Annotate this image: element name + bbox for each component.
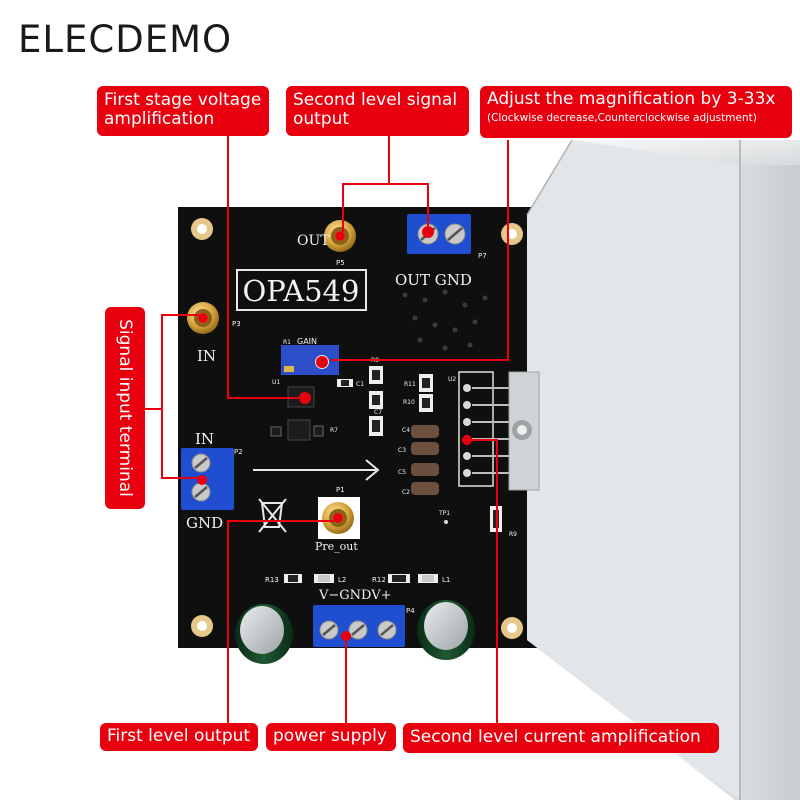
chip-label: OPA549	[243, 274, 360, 308]
ref-r11: R11	[404, 381, 416, 388]
smd-resistor	[419, 394, 433, 412]
smd-resistor	[369, 416, 383, 436]
callout-first-output-text: First level output	[107, 726, 251, 746]
power-terminal[interactable]	[313, 605, 405, 647]
callout-leaders	[145, 136, 509, 723]
ref-r7: R7	[330, 427, 338, 434]
electrolytic-capacitor-left	[235, 604, 293, 664]
ref-p3: P3	[232, 320, 241, 328]
power-label: V−GNDV+	[318, 588, 392, 603]
brand-title: ELECDEMO	[18, 18, 233, 61]
electrolytic-capacitor-right	[417, 600, 475, 660]
callout-first-stage-text: First stage voltage amplification	[104, 90, 262, 129]
ref-r12: R12	[372, 576, 386, 584]
ref-p7: P7	[478, 252, 487, 260]
gnd-label: GND	[186, 514, 223, 532]
ref-c1: C1	[356, 381, 364, 388]
callout-signal-input-text: Signal input terminal	[115, 319, 135, 497]
callout-signal-input: Signal input terminal	[105, 307, 145, 509]
ref-u2: U2	[448, 376, 456, 383]
ref-p2: P2	[234, 448, 243, 456]
out-gnd-terminal[interactable]	[407, 214, 471, 254]
chip-label-box	[236, 269, 367, 311]
callout-second-signal-text: Second level signal output	[293, 90, 458, 129]
callout-power-text: power supply	[273, 726, 387, 746]
ref-r10: R10	[403, 399, 415, 406]
ref-c2: C2	[402, 489, 410, 496]
callout-adjust-title: Adjust the magnification by 3-33x	[487, 89, 776, 109]
out-label: OUT	[297, 233, 330, 249]
ref-r1: R1	[283, 339, 291, 346]
ref-p5: P5	[336, 259, 345, 267]
ref-l1: L1	[442, 576, 450, 584]
transistor	[270, 419, 324, 441]
in-label-top: IN	[197, 347, 216, 365]
smd-resistor	[369, 391, 383, 409]
ref-r13: R13	[265, 576, 279, 584]
ref-p1: P1	[336, 486, 345, 494]
weee-bin-icon	[258, 498, 287, 533]
ref-l2: L2	[338, 576, 346, 584]
callout-first-output: First level output	[100, 723, 258, 751]
ref-u1: U1	[272, 379, 280, 386]
smd-resistor	[369, 366, 383, 384]
smd-resistor	[419, 374, 433, 392]
ref-c5: C5	[398, 469, 406, 476]
in-label-mid: IN	[195, 430, 214, 448]
heatsink	[472, 139, 800, 800]
callout-adjust: Adjust the magnification by 3-33x (Clock…	[480, 86, 792, 138]
callout-power: power supply	[266, 723, 396, 751]
ref-r9: R9	[509, 531, 517, 538]
direction-arrow	[253, 459, 380, 481]
led	[314, 574, 334, 583]
callout-second-current: Second level current amplification	[403, 723, 719, 753]
mounting-hole	[191, 218, 213, 240]
gain-label: GAIN	[297, 337, 317, 346]
test-point	[444, 520, 448, 524]
smd-resistor	[388, 574, 410, 583]
callout-first-stage: First stage voltage amplification	[97, 86, 269, 136]
ref-tp1: TP1	[438, 510, 450, 517]
mounting-hole	[191, 615, 213, 637]
callout-second-current-text: Second level current amplification	[410, 727, 701, 747]
smd-resistor	[337, 379, 353, 387]
mounting-hole	[501, 617, 523, 639]
in-gnd-terminal[interactable]	[181, 448, 234, 510]
callout-second-signal: Second level signal output	[286, 86, 469, 136]
capacitor-array	[411, 425, 439, 495]
pre-out-label: Pre_out	[315, 540, 358, 553]
ref-p4: P4	[406, 607, 415, 615]
led	[418, 574, 438, 583]
via-array	[402, 289, 488, 351]
mounting-hole	[501, 223, 523, 245]
ref-c3: C3	[398, 447, 406, 454]
u2-outline	[458, 371, 494, 487]
smd-resistor	[284, 574, 302, 583]
out-gnd-label: OUT GND	[395, 271, 472, 289]
power-amplifier-chip	[472, 371, 540, 491]
pcb-board: OPA549 OUT P5 OUT GND P7	[178, 207, 538, 664]
ref-c7: C7	[374, 409, 382, 416]
ref-c4: C4	[402, 427, 410, 434]
callout-adjust-sub: (Clockwise decrease,Counterclockwise adj…	[487, 112, 757, 124]
